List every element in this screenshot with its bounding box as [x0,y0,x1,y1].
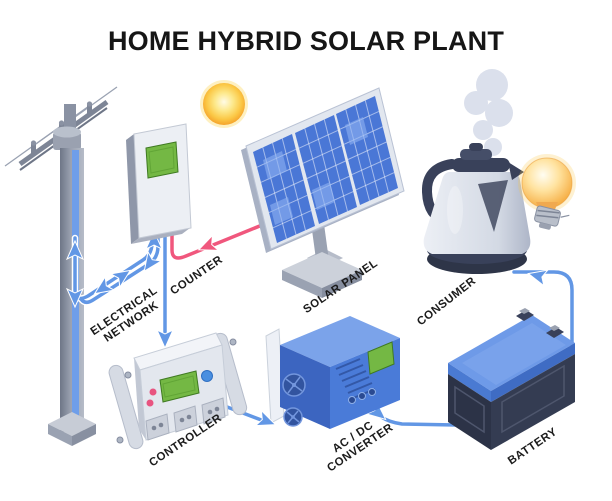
ac-dc-converter-icon [265,316,400,429]
controller-button [201,370,213,382]
wire-solar-to-counter [170,219,274,260]
battery-terminal [546,325,564,338]
controller-led [146,399,154,407]
converter-button [368,388,376,396]
page-title: HOME HYBRID SOLAR PLANT [107,26,505,56]
converter-fan [282,373,306,427]
charge-controller-icon [108,332,248,450]
sun-icon [200,80,248,128]
wire-battery-to-consumer [512,270,574,350]
converter-button [348,396,356,404]
controller-display [159,370,200,403]
power-pole-icon [4,86,118,446]
battery-terminal [516,308,534,321]
light-bulb-icon [518,154,576,230]
converter-display [367,341,395,375]
kettle-icon [422,143,531,274]
converter-button [358,392,366,400]
electric-meter-icon [126,123,192,244]
controller-terminals [145,397,226,441]
battery-icon [448,308,575,450]
controller-led [149,388,157,396]
solar-panel-icon [241,87,405,298]
